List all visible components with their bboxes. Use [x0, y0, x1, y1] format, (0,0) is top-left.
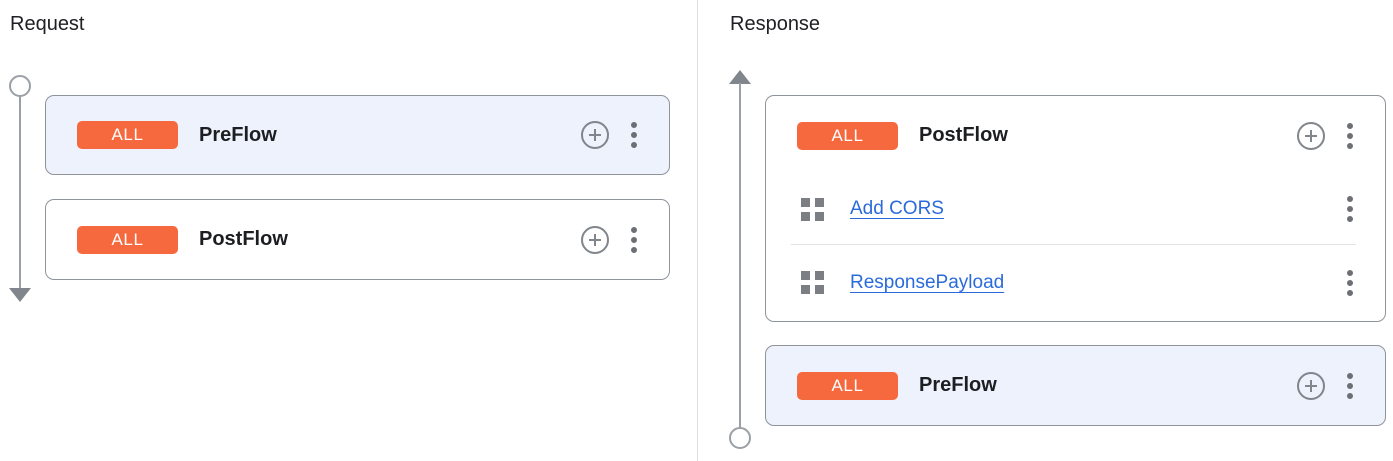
flow-card-header: ALL PreFlow — [766, 346, 1385, 425]
plus-circle-icon — [1297, 371, 1325, 400]
condition-badge: ALL — [797, 121, 898, 150]
circle-terminal-icon — [729, 427, 751, 449]
flow-name: PreFlow — [199, 123, 277, 146]
more-options-button[interactable] — [1342, 371, 1358, 401]
add-policy-button[interactable] — [580, 120, 610, 150]
condition-badge: ALL — [77, 121, 178, 149]
flow-card-header: ALL PostFlow — [46, 200, 669, 279]
policy-row: ResponsePayload — [766, 245, 1385, 321]
more-options-button[interactable] — [1342, 121, 1358, 151]
drag-handle-icon[interactable] — [801, 271, 824, 295]
flow-name: PostFlow — [199, 228, 288, 250]
flow-card-header: ALL PreFlow — [46, 96, 669, 174]
more-options-button[interactable] — [1342, 194, 1358, 224]
flow-line — [19, 96, 21, 289]
add-policy-button[interactable] — [580, 225, 610, 255]
flow-name: PostFlow — [919, 124, 1008, 147]
condition-badge: ALL — [797, 371, 898, 400]
flow-card-header: ALL PostFlow — [766, 96, 1385, 175]
response-postflow-card[interactable]: ALL PostFlow Add CORS — [765, 95, 1386, 322]
kebab-menu-icon — [1347, 122, 1353, 129]
arrow-up-icon — [729, 70, 751, 84]
kebab-menu-icon — [1347, 269, 1353, 276]
plus-circle-icon — [581, 121, 609, 149]
drag-handle-icon[interactable] — [801, 197, 824, 221]
request-preflow-card[interactable]: ALL PreFlow — [45, 95, 670, 175]
policy-link-responsepayload[interactable]: ResponsePayload — [850, 271, 1005, 293]
more-options-button[interactable] — [626, 225, 642, 255]
policy-row-divider — [791, 243, 1356, 245]
plus-circle-icon — [581, 225, 609, 254]
plus-circle-icon — [1297, 121, 1325, 150]
policy-link-add-cors[interactable]: Add CORS — [850, 198, 944, 220]
kebab-menu-icon — [631, 226, 637, 233]
request-panel-title: Request — [10, 13, 85, 35]
response-panel-title: Response — [730, 13, 821, 35]
more-options-button[interactable] — [626, 120, 642, 150]
panel-divider — [697, 0, 698, 461]
more-options-button[interactable] — [1342, 268, 1358, 298]
condition-badge: ALL — [77, 225, 178, 254]
arrow-down-icon — [9, 288, 31, 302]
flow-name: PreFlow — [919, 374, 997, 396]
add-policy-button[interactable] — [1296, 121, 1326, 151]
circle-terminal-icon — [9, 75, 31, 97]
add-policy-button[interactable] — [1296, 371, 1326, 401]
kebab-menu-icon — [1347, 372, 1353, 379]
request-postflow-card[interactable]: ALL PostFlow — [45, 199, 670, 280]
flow-line — [739, 83, 741, 428]
policy-row: Add CORS — [766, 175, 1385, 243]
response-preflow-card[interactable]: ALL PreFlow — [765, 345, 1386, 426]
kebab-menu-icon — [631, 122, 637, 128]
kebab-menu-icon — [1347, 196, 1353, 203]
